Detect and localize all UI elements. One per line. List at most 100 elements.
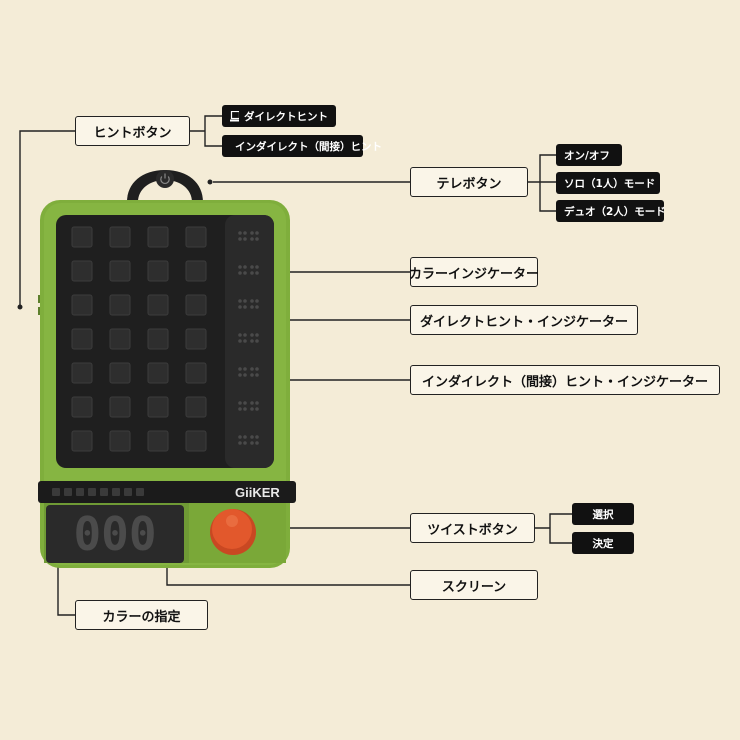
grid-cell bbox=[71, 260, 93, 282]
confirm-tag: 決定 bbox=[572, 532, 634, 554]
line-tele-tags bbox=[528, 154, 556, 212]
duo-mode-tag: デュオ（2人）モード bbox=[556, 200, 666, 222]
indicator-dot bbox=[238, 339, 242, 343]
indicator-dot bbox=[243, 265, 247, 269]
grid-cell bbox=[109, 260, 131, 282]
indicator-dot bbox=[243, 435, 247, 439]
indicator-dot bbox=[243, 305, 247, 309]
indicator-dot bbox=[250, 373, 254, 377]
grid-cell bbox=[147, 260, 169, 282]
indirect-hint-tag: インダイレクト（間接）ヒント bbox=[222, 135, 382, 157]
indicator-dot bbox=[255, 237, 259, 241]
indicator-dot bbox=[255, 265, 259, 269]
color-led bbox=[100, 488, 108, 496]
color-select-bar[interactable] bbox=[38, 481, 296, 503]
grid-cell bbox=[147, 430, 169, 452]
color-led bbox=[64, 488, 72, 496]
grid-cell bbox=[147, 226, 169, 248]
indicator-dot bbox=[250, 367, 254, 371]
color-led bbox=[52, 488, 60, 496]
grid-cell bbox=[147, 294, 169, 316]
indicator-dot bbox=[243, 299, 247, 303]
indicator-dot bbox=[243, 333, 247, 337]
color-led bbox=[76, 488, 84, 496]
direct-hint-tag-text: ダイレクトヒント bbox=[244, 110, 328, 123]
indicator-dot bbox=[250, 441, 254, 445]
indicator-dot bbox=[243, 271, 247, 275]
indicator-dot bbox=[255, 271, 259, 275]
grid-cell bbox=[185, 430, 207, 452]
monitor-icon bbox=[230, 110, 239, 121]
grid-cell bbox=[147, 328, 169, 350]
indicator-dot bbox=[255, 373, 259, 377]
indicator-dot bbox=[250, 401, 254, 405]
indicator-dot bbox=[238, 373, 242, 377]
indicator-dot bbox=[238, 333, 242, 337]
grid-cell bbox=[71, 328, 93, 350]
indicator-dot bbox=[243, 401, 247, 405]
line-hint-tags bbox=[190, 115, 222, 147]
indicator-dot bbox=[238, 367, 242, 371]
grid-cell bbox=[185, 294, 207, 316]
indicator-dot bbox=[250, 299, 254, 303]
indicator-dot bbox=[255, 441, 259, 445]
grid-cell bbox=[71, 294, 93, 316]
indicator-dot bbox=[255, 339, 259, 343]
grid-cell bbox=[109, 396, 131, 418]
giiker-device: GiiKER 000 bbox=[38, 170, 296, 568]
indicator-dot bbox=[238, 407, 242, 411]
power-icon bbox=[160, 173, 170, 185]
line-hint-button bbox=[19, 130, 75, 306]
indicator-dot bbox=[255, 333, 259, 337]
color-led bbox=[124, 488, 132, 496]
grid-cell bbox=[185, 328, 207, 350]
indicator-dot bbox=[255, 401, 259, 405]
grid-cell bbox=[185, 362, 207, 384]
indicator-dot bbox=[243, 407, 247, 411]
indicator-dot bbox=[243, 373, 247, 377]
indicator-dot bbox=[238, 237, 242, 241]
color-indicator-label: カラーインジケーター bbox=[409, 257, 539, 287]
indicator-dot bbox=[243, 367, 247, 371]
screen-label: スクリーン bbox=[410, 570, 538, 600]
grid-cell bbox=[109, 362, 131, 384]
grid-cell bbox=[109, 328, 131, 350]
solo-mode-tag: ソロ（1人）モード bbox=[556, 172, 660, 194]
indirect-hint-tag-text: インダイレクト（間接）ヒント bbox=[235, 140, 382, 153]
direct-hint-indicator-label: ダイレクトヒント・インジケーター bbox=[410, 305, 638, 335]
indicator-dot bbox=[238, 231, 242, 235]
grid-cell bbox=[109, 294, 131, 316]
grid-cell bbox=[185, 260, 207, 282]
select-tag: 選択 bbox=[572, 503, 634, 525]
line-twist-tags bbox=[535, 513, 572, 544]
indicator-dot bbox=[255, 305, 259, 309]
indicator-dot bbox=[250, 237, 254, 241]
indicator-dot bbox=[250, 265, 254, 269]
indicator-dot bbox=[255, 367, 259, 371]
indicator-dot bbox=[255, 299, 259, 303]
indicator-dot bbox=[250, 339, 254, 343]
color-select-label: カラーの指定 bbox=[75, 600, 208, 630]
grid-cell bbox=[71, 362, 93, 384]
indicator-dot bbox=[255, 407, 259, 411]
indicator-dot bbox=[250, 407, 254, 411]
indicator-dot bbox=[238, 305, 242, 309]
grid-cell bbox=[71, 430, 93, 452]
indicator-dot bbox=[238, 441, 242, 445]
grid-cell bbox=[109, 226, 131, 248]
tele-button-label: テレボタン bbox=[410, 167, 528, 197]
grid-cell bbox=[71, 226, 93, 248]
indicator-dot bbox=[243, 441, 247, 445]
indicator-dot bbox=[255, 231, 259, 235]
tele-button[interactable] bbox=[156, 170, 174, 188]
grid-cell bbox=[185, 226, 207, 248]
indicator-dot bbox=[243, 339, 247, 343]
indicator-dot bbox=[250, 305, 254, 309]
indicator-dot bbox=[250, 231, 254, 235]
twist-button[interactable] bbox=[212, 509, 252, 549]
screen-digits: 000 bbox=[73, 507, 156, 561]
color-led bbox=[88, 488, 96, 496]
indicator-dot bbox=[250, 271, 254, 275]
grid-cell bbox=[109, 430, 131, 452]
